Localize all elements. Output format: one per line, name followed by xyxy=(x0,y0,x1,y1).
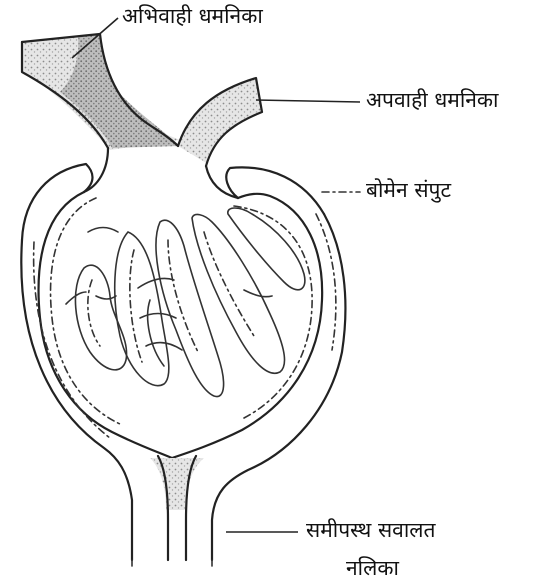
capillary-loops xyxy=(66,208,305,397)
label-efferent-arteriole: अपवाही धमनिका xyxy=(366,90,499,111)
label-proximal-tubule-line1: समीपस्थ सवालत xyxy=(306,520,435,541)
label-proximal-tubule-line2: नलिका xyxy=(346,558,399,579)
afferent-arteriole xyxy=(22,34,180,150)
efferent-arteriole xyxy=(178,78,262,166)
label-afferent-arteriole: अभिवाही धमनिका xyxy=(122,6,263,27)
proximal-tubule xyxy=(132,456,212,566)
label-bowman-capsule: बोमेन संपुट xyxy=(366,180,451,201)
